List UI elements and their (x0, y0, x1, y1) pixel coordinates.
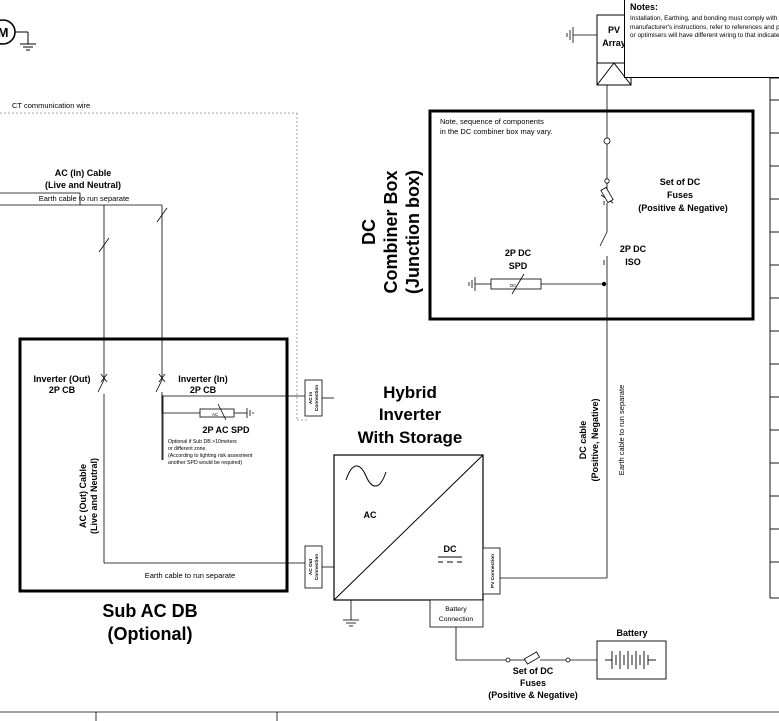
ac-in-conn-label: AC In (308, 392, 314, 405)
ac-spd-label: 2P AC SPD (202, 425, 250, 435)
pv-array-label: PV (608, 25, 620, 35)
legend-table-fragment (769, 77, 779, 599)
battery-fuses-sublabel: Fuses (520, 678, 546, 688)
dc-fuses-sublabel: Fuses (667, 190, 693, 200)
dc-earth-label: Earth cable to run separate (617, 385, 626, 475)
ac-in-cable-sublabel: (Live and Neutral) (45, 180, 121, 190)
battery-label: Battery (616, 628, 647, 638)
ac-in-wire (162, 395, 305, 460)
earth-bottom-label: Earth cable to run separate (145, 571, 235, 580)
motor-label: M (0, 25, 8, 40)
battery-connection: Battery Connection (429, 599, 484, 628)
dc-fuses-sublabel2: (Positive & Negative) (638, 203, 728, 213)
hybrid-title-3: With Storage (358, 428, 463, 447)
battery-fuses-label: Set of DC (513, 666, 554, 676)
dc-iso-sublabel: ISO (625, 257, 641, 267)
ac-in-connection: AC In Connection (304, 379, 334, 417)
earth-top-label: Earth cable to run separate (39, 194, 129, 203)
battery-line (455, 627, 597, 665)
ac-out-connection: AC Out Connection (304, 545, 334, 589)
sub-db-title: Sub AC DB (102, 601, 197, 621)
ac-out-conn-label: AC Out (308, 558, 314, 575)
inverter-dc-label: DC (444, 544, 457, 554)
ac-spd-tag: AC (212, 412, 219, 417)
ct-communication-wire: CT communication wire (0, 101, 307, 421)
battery-conn-label: Battery (445, 606, 467, 613)
inverter-out-label: Inverter (Out) (33, 374, 90, 384)
ac-out-conn-sublabel: Connection (314, 554, 320, 580)
ac-out-cable-sublabel: (Live and Neutral) (89, 458, 99, 534)
dc-fuses-label: Set of DC (660, 177, 701, 187)
dc-cable-label: DC cable (578, 421, 588, 460)
dc-spd (468, 273, 607, 295)
hybrid-inverter: AC DC (333, 454, 484, 627)
combiner-title-2: Combiner Box (381, 170, 401, 293)
pv-connection: PV Connection (482, 547, 501, 595)
combiner-title-3: (Junction box) (403, 170, 423, 294)
dc-fuse-top-mark (600, 178, 614, 265)
ct-wire-label: CT communication wire (12, 101, 90, 110)
dc-spd-sublabel: SPD (509, 261, 528, 271)
inverter-in-breaker (155, 373, 166, 398)
notes-body: Installation, Earthing, and bonding must… (630, 15, 779, 40)
ac-in-conn-sublabel: Connection (314, 385, 320, 411)
battery-conn-sublabel: Connection (439, 616, 474, 623)
dc-main-line (500, 85, 614, 579)
combiner-note-line: Note, sequence of components (440, 117, 544, 126)
battery-fuses-sublabel2: (Positive & Negative) (488, 690, 578, 700)
ac-in-cable-label: AC (In) Cable (55, 168, 112, 178)
dc-spd-tag: DC (510, 283, 517, 288)
inverter-in-label: Inverter (In) (178, 374, 228, 384)
ac-spd (161, 392, 254, 460)
inverter-ac-label: AC (364, 510, 377, 520)
optional-note: Optional if Sub DB >10meters or differen… (168, 439, 253, 466)
pv-conn-label: PV Connection (490, 554, 496, 588)
optional-note-line: or different zone. (168, 446, 207, 452)
dc-cable-sublabel: (Positive, Negative) (590, 398, 600, 481)
sub-db-subtitle: (Optional) (108, 624, 193, 644)
ac-out-cable-label: AC (Out) Cable (78, 464, 88, 528)
pv-array: PV Array (566, 14, 632, 86)
inverter-out-breaker (97, 373, 108, 563)
pv-array-sublabel: Array (602, 38, 626, 48)
optional-note-line: Optional if Sub DB >10meters (168, 439, 237, 445)
title-block-border (0, 711, 779, 721)
inverter-out-sublabel: 2P CB (49, 385, 76, 395)
notes-text: Installation, Earthing, and bonding must… (630, 15, 779, 41)
motor-symbol: M (0, 19, 36, 51)
grid-feed-wires (0, 192, 168, 380)
inverter-in-sublabel: 2P CB (190, 385, 217, 395)
hybrid-title-1: Hybrid (383, 383, 437, 402)
notes-title: Notes: (630, 2, 659, 12)
dc-spd-label: 2P DC (505, 248, 532, 258)
battery-icon (596, 640, 667, 680)
combiner-note-line: in the DC combiner box may vary. (440, 127, 552, 136)
hybrid-title-2: Inverter (379, 405, 442, 424)
sub-ac-db-box (18, 337, 289, 593)
combiner-title-1: DC (359, 219, 379, 245)
optional-note-line: another SPD would be required) (168, 460, 242, 466)
dc-iso-label: 2P DC (620, 244, 647, 254)
optional-note-line: (According to lighting risk assesment (168, 453, 253, 459)
notes-box: Notes: Installation, Earthing, and bondi… (624, 0, 779, 78)
dc-combiner-box (428, 109, 755, 321)
